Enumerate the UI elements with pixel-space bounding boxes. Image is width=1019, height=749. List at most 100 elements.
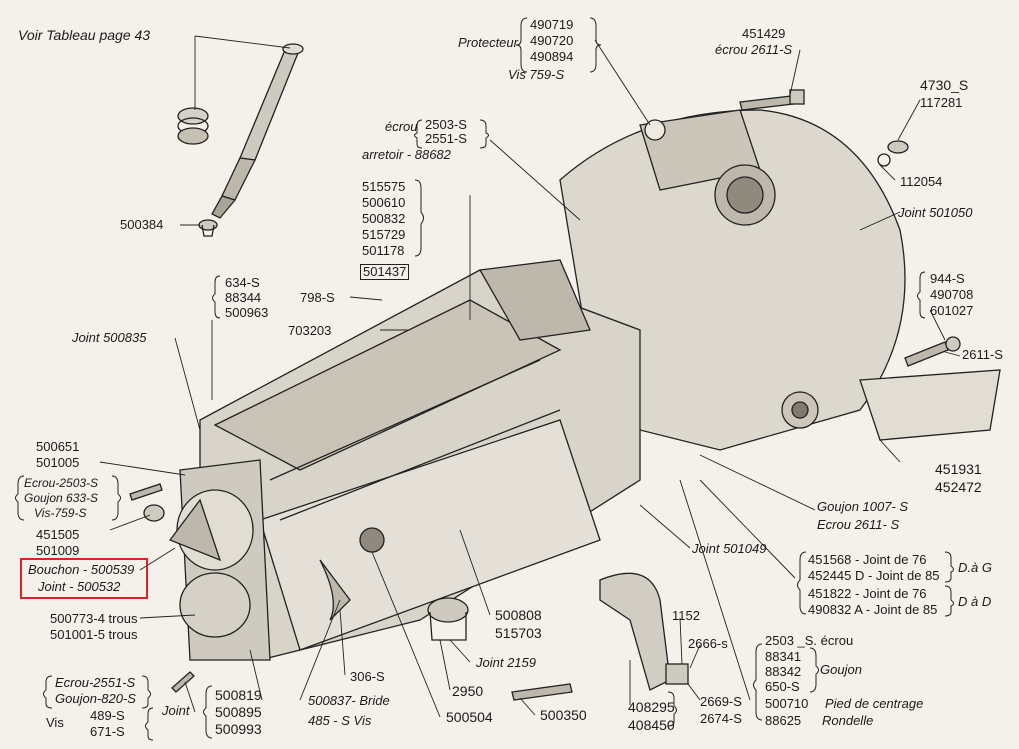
- code-501178: 501178: [362, 243, 405, 258]
- code-515575: 515575: [362, 179, 406, 194]
- label-bouchon-500539: Bouchon - 500539: [28, 562, 135, 577]
- code-500993: 500993: [215, 721, 262, 737]
- label-2503-ecrou: 2503 _S. écrou: [765, 633, 854, 648]
- code-601027: 601027: [930, 303, 974, 318]
- code-88342: 88342: [765, 664, 802, 679]
- label-joint: Joint: [162, 703, 190, 718]
- bolt-451429-icon: [739, 89, 805, 111]
- leader-lines: [99, 35, 961, 718]
- code-408295: 408295: [628, 699, 675, 715]
- code-452472: 452472: [935, 479, 982, 495]
- code-490720: 490720: [530, 33, 574, 48]
- label-joint-500835: Joint 500835: [72, 330, 147, 345]
- code-634-s: 634-S: [225, 275, 260, 290]
- label-joint85-a: 452445 D - Joint de 85: [808, 568, 940, 583]
- label-vis: Vis: [46, 715, 64, 730]
- label-joint85-b: 490832 A - Joint de 85: [808, 602, 938, 617]
- spring-icon: [177, 107, 209, 145]
- label-ecrou-2611: écrou 2611-S: [715, 42, 793, 57]
- label-vis-759-s: Vis-759-S: [34, 506, 87, 520]
- code-798-s: 798-S: [300, 290, 335, 305]
- code-515729: 515729: [362, 227, 406, 242]
- gearbox-casing-icon: [199, 259, 641, 661]
- label-ecrou-2551: Ecrou-2551-S: [55, 675, 136, 690]
- label-ecrou-top: écrou: [385, 119, 418, 134]
- code-500819: 500819: [215, 687, 262, 703]
- label-500837-bride: 500837- Bride: [308, 693, 390, 708]
- label-protecteur: Protecteur: [458, 35, 518, 50]
- small-plug-icon: [198, 219, 218, 237]
- plug-2159-icon: [427, 597, 469, 641]
- front-cover-icon: [168, 459, 271, 661]
- stud-820-icon: [171, 671, 195, 693]
- code-500710: 500710: [765, 696, 809, 711]
- code-490719: 490719: [530, 17, 574, 32]
- code-501005: 501005: [36, 455, 80, 470]
- bolt-944-icon: [904, 336, 961, 367]
- code-500963: 500963: [225, 305, 269, 320]
- code-2551-s: 2551-S: [425, 131, 467, 146]
- code-490894: 490894: [530, 49, 574, 64]
- label-d-a-d: D à D: [958, 594, 992, 609]
- code-451429: 451429: [742, 26, 786, 41]
- nut-2669-icon: [665, 663, 689, 685]
- highlight-box: [20, 558, 148, 599]
- code-500832: 500832: [362, 211, 406, 226]
- label-joint-500532: Joint - 500532: [38, 579, 121, 594]
- page-reference-title: Voir Tableau page 43: [18, 27, 151, 43]
- code-2669-s: 2669-S: [700, 694, 742, 709]
- bolt-633-icon: [129, 483, 163, 501]
- stud-500350-icon: [511, 683, 573, 701]
- selector-shaft-icon: [211, 43, 304, 219]
- code-671-s: 671-S: [90, 724, 125, 739]
- code-2611-s: 2611-S: [962, 347, 1003, 362]
- code-515703: 515703: [495, 625, 542, 641]
- code-500773: 500773-4 trous: [50, 611, 138, 626]
- braces: [15, 17, 954, 741]
- label-pied-de-centrage: Pied de centrage: [825, 696, 924, 711]
- code-117281: 117281: [920, 95, 963, 110]
- label-ecrou-2611b: Ecrou 2611- S: [817, 517, 900, 532]
- code-703203: 703203: [288, 323, 332, 338]
- code-500651: 500651: [36, 439, 80, 454]
- code-451931: 451931: [935, 461, 982, 477]
- code-1152: 1152: [672, 608, 700, 623]
- code-408450: 408450: [628, 717, 675, 733]
- code-501009: 501009: [36, 543, 80, 558]
- bell-housing-icon: [559, 109, 1001, 451]
- label-vis-759: Vis 759-S: [508, 67, 565, 82]
- code-88341: 88341: [765, 649, 802, 664]
- label-d-a-g: D.à G: [958, 560, 992, 575]
- code-88625: 88625: [765, 713, 802, 728]
- code-500350: 500350: [540, 707, 587, 723]
- label-joint-2159: Joint 2159: [476, 655, 536, 670]
- plug-4730-icon: [877, 140, 909, 167]
- label-goujon-633: Goujon 633-S: [24, 491, 99, 505]
- code-2674-s: 2674-S: [700, 711, 742, 726]
- code-500504: 500504: [446, 709, 493, 725]
- code-500895: 500895: [215, 704, 262, 720]
- code-501437-boxed: 501437: [360, 264, 410, 280]
- label-rondelle: Rondelle: [822, 713, 874, 728]
- code-2950: 2950: [452, 683, 484, 699]
- code-500610: 500610: [362, 195, 406, 210]
- code-306-s: 306-S: [350, 669, 385, 684]
- label-485-s-vis: 485 - S Vis: [308, 713, 372, 728]
- label-arretoir: arretoir - 88682: [362, 147, 451, 162]
- code-500384: 500384: [120, 217, 164, 232]
- code-2503-s: 2503-S: [425, 117, 467, 132]
- label-joint76-b: 451822 - Joint de 76: [808, 586, 927, 601]
- code-501001: 501001-5 trous: [50, 627, 138, 642]
- label-ecrou-2503: Ecrou-2503-S: [24, 476, 99, 490]
- code-489-s: 489-S: [90, 708, 125, 723]
- code-500808: 500808: [495, 607, 542, 623]
- label-goujon-1007: Goujon 1007- S: [817, 499, 909, 514]
- label-joint-501050: Joint 501050: [898, 205, 973, 220]
- label-joint-501049: Joint 501049: [692, 541, 767, 556]
- code-490708: 490708: [930, 287, 974, 302]
- code-944-s: 944-S: [930, 271, 965, 286]
- code-88344: 88344: [225, 290, 262, 305]
- label-goujon-820: Goujon-820-S: [55, 691, 136, 706]
